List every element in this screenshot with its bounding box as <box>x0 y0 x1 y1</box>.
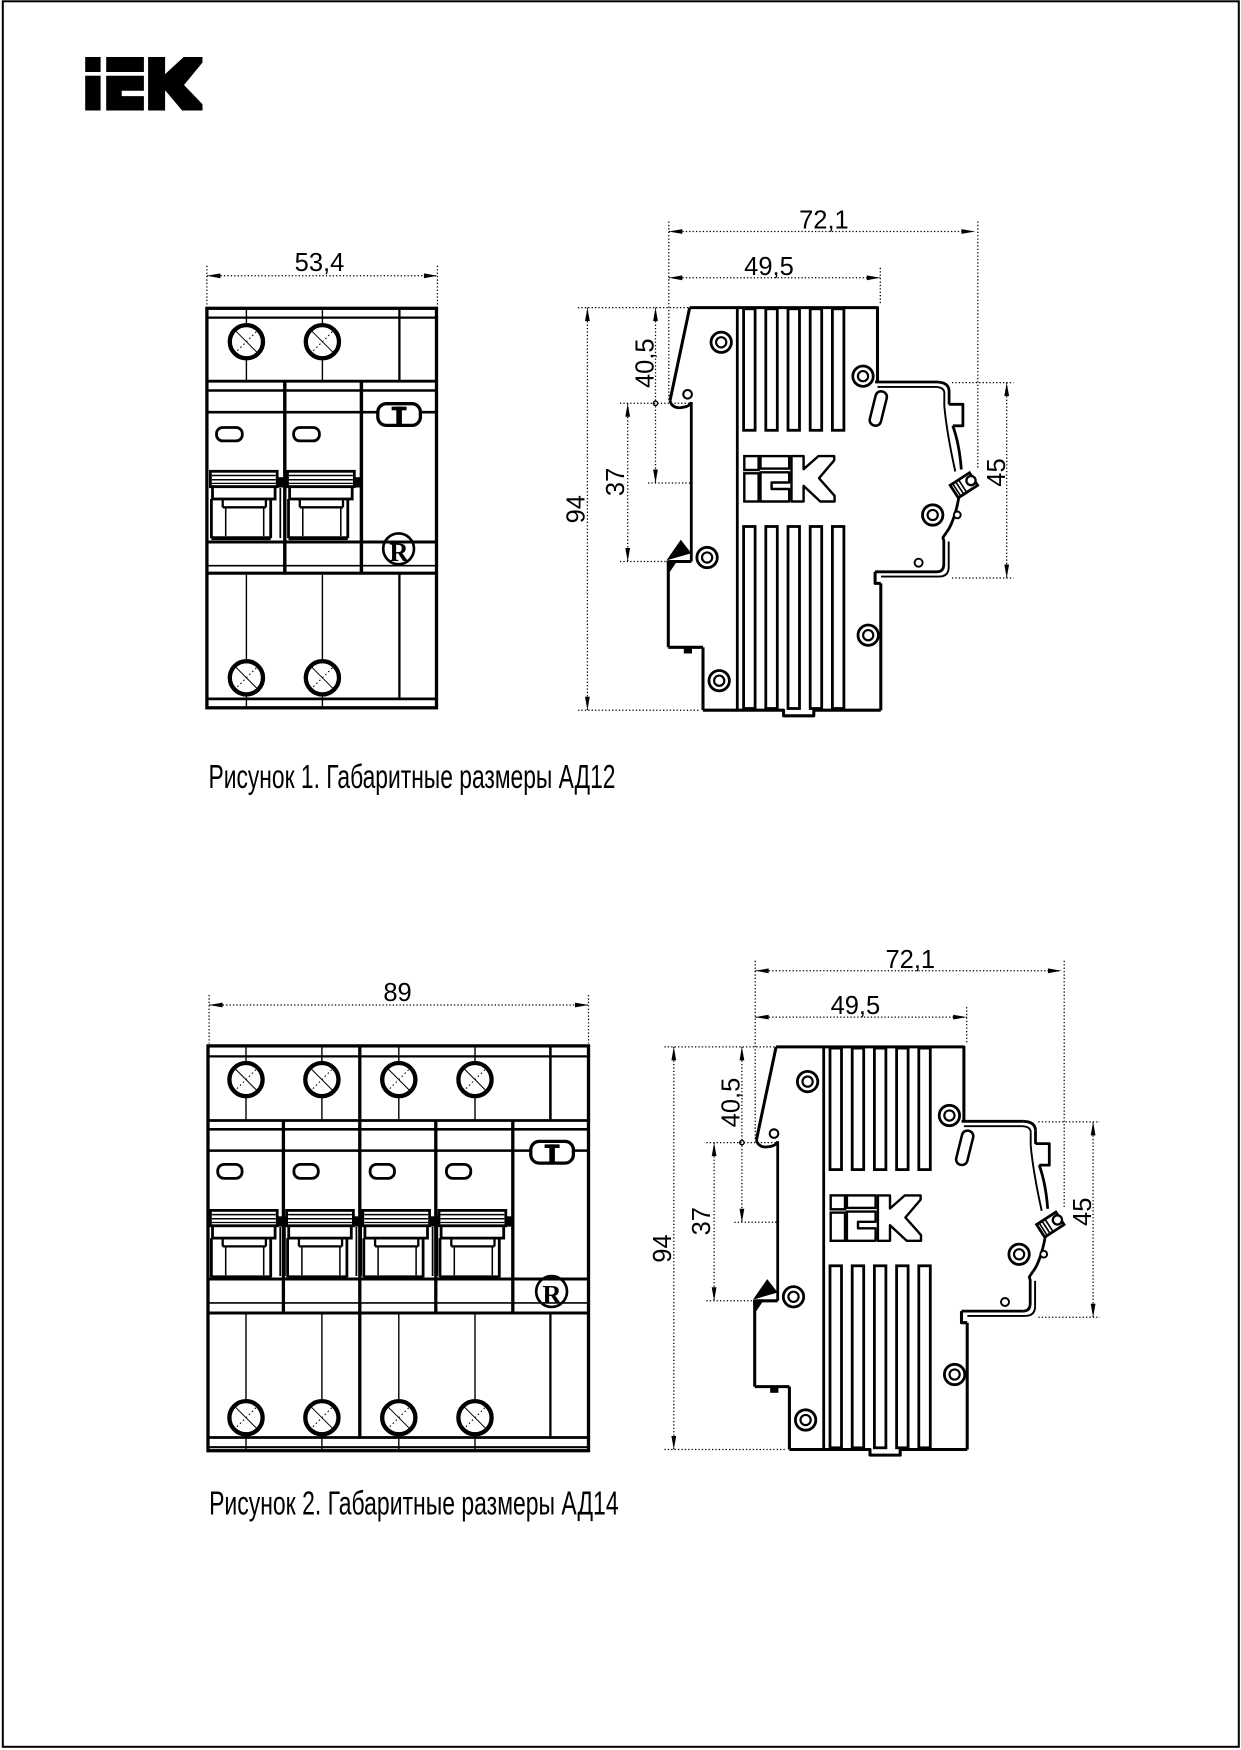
svg-text:40,5: 40,5 <box>631 338 659 388</box>
svg-text:R: R <box>389 537 409 567</box>
svg-text:37: 37 <box>602 468 630 496</box>
svg-text:53,4: 53,4 <box>295 249 345 277</box>
svg-text:72,1: 72,1 <box>799 207 849 235</box>
svg-text:45: 45 <box>1069 1198 1097 1226</box>
svg-text:49,5: 49,5 <box>831 992 881 1020</box>
svg-text:45: 45 <box>983 458 1011 486</box>
svg-text:R: R <box>542 1280 562 1310</box>
svg-text:94: 94 <box>649 1234 677 1262</box>
svg-text:94: 94 <box>563 495 591 523</box>
svg-text:89: 89 <box>383 979 411 1007</box>
svg-text:49,5: 49,5 <box>744 253 794 281</box>
svg-text:Рисунок 2. Габаритные размеры: Рисунок 2. Габаритные размеры АД14 <box>209 1485 618 1522</box>
svg-text:37: 37 <box>688 1207 716 1235</box>
svg-text:72,1: 72,1 <box>885 946 935 974</box>
svg-text:Рисунок 1. Габаритные размеры: Рисунок 1. Габаритные размеры АД12 <box>209 758 616 795</box>
svg-text:40,5: 40,5 <box>718 1078 746 1128</box>
